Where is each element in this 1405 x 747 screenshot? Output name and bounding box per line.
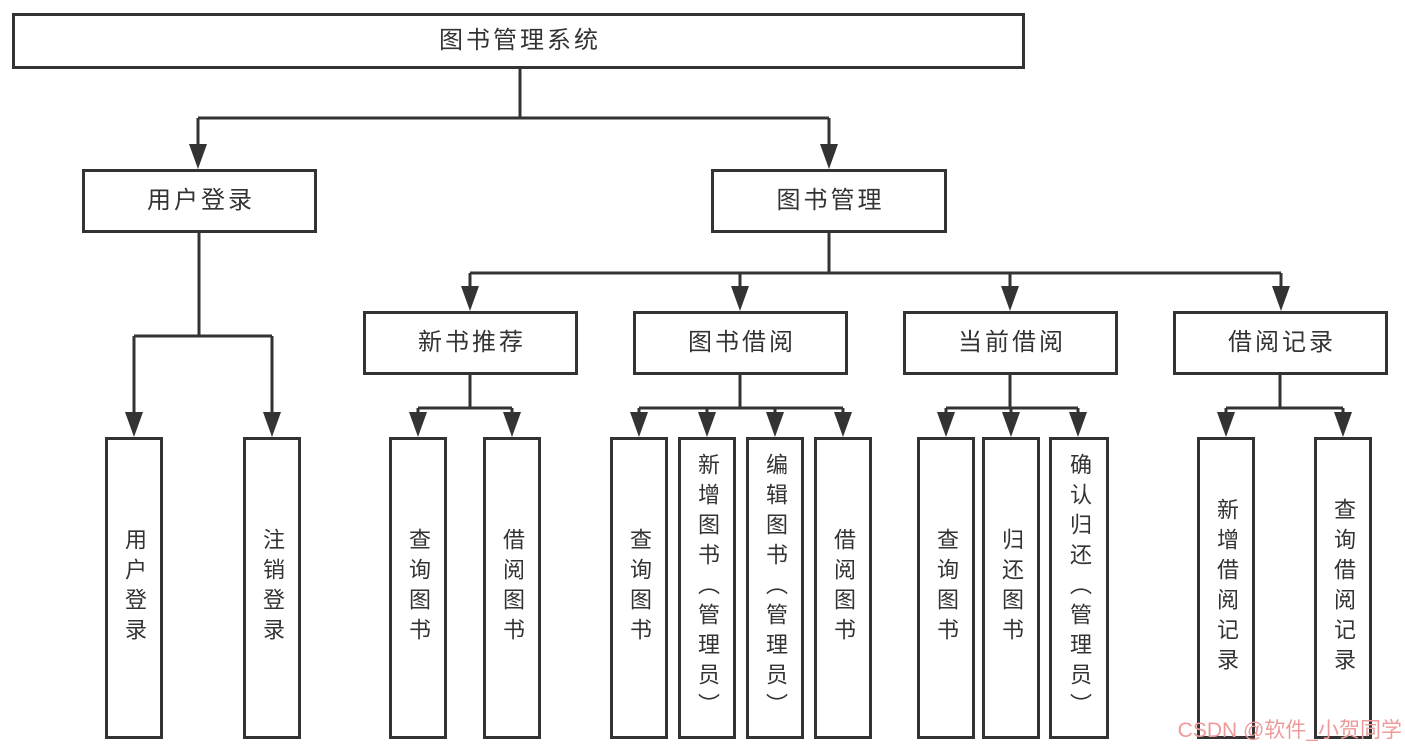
arrow-down-icon xyxy=(189,144,207,169)
node-book-borrowing-label: 图书借阅 xyxy=(688,329,796,356)
leaf-bb-query-books: 查询图书 xyxy=(610,437,668,739)
leaf-nb-borrow-books: 借阅图书 xyxy=(483,437,541,739)
arrow-down-icon xyxy=(820,144,838,169)
leaf-bb-add-books-admin-label: 新增图书（管理员） xyxy=(695,453,720,723)
leaf-bb-borrow-books: 借阅图书 xyxy=(814,437,872,739)
node-new-book-recommend-label: 新书推荐 xyxy=(418,329,526,356)
leaf-bb-add-books-admin: 新增图书（管理员） xyxy=(678,437,736,739)
leaf-br-query-record: 查询借阅记录 xyxy=(1314,437,1372,739)
arrow-down-icon xyxy=(698,412,716,437)
arrow-down-icon xyxy=(125,412,143,437)
node-user-login-label: 用户登录 xyxy=(147,187,255,214)
arrow-down-icon xyxy=(937,412,955,437)
leaf-nb-query-books-label: 查询图书 xyxy=(406,528,431,648)
leaf-bb-edit-books-admin-label: 编辑图书（管理员） xyxy=(763,453,788,723)
leaf-user-login: 用户登录 xyxy=(105,437,163,739)
node-root: 图书管理系统 xyxy=(12,13,1025,69)
arrow-down-icon xyxy=(1217,412,1235,437)
leaf-br-query-record-label: 查询借阅记录 xyxy=(1331,498,1356,678)
leaf-cb-query-books-label: 查询图书 xyxy=(934,528,959,648)
node-book-borrowing: 图书借阅 xyxy=(633,311,848,375)
arrow-down-icon xyxy=(1002,412,1020,437)
leaf-br-add-record-label: 新增借阅记录 xyxy=(1214,498,1239,678)
leaf-cb-return-books-label: 归还图书 xyxy=(999,528,1024,648)
leaf-logout-label: 注销登录 xyxy=(260,528,285,648)
node-root-label: 图书管理系统 xyxy=(439,27,601,54)
leaf-bb-borrow-books-label: 借阅图书 xyxy=(831,528,856,648)
arrow-down-icon xyxy=(409,412,427,437)
arrow-down-icon xyxy=(1069,412,1087,437)
leaf-user-login-label: 用户登录 xyxy=(122,528,147,648)
node-borrowing-records-label: 借阅记录 xyxy=(1228,329,1336,356)
csdn-watermark: CSDN @软件_小贺同学 xyxy=(1177,719,1402,742)
leaf-cb-confirm-return-admin: 确认归还（管理员） xyxy=(1049,437,1109,739)
leaf-bb-query-books-label: 查询图书 xyxy=(627,528,652,648)
node-user-login: 用户登录 xyxy=(82,169,317,233)
leaf-logout: 注销登录 xyxy=(243,437,301,739)
node-current-borrowing: 当前借阅 xyxy=(903,311,1118,375)
leaf-br-add-record: 新增借阅记录 xyxy=(1197,437,1255,739)
node-new-book-recommend: 新书推荐 xyxy=(363,311,578,375)
leaf-cb-query-books: 查询图书 xyxy=(917,437,975,739)
arrow-down-icon xyxy=(731,286,749,311)
leaf-cb-return-books: 归还图书 xyxy=(982,437,1040,739)
connector-path xyxy=(132,69,1345,414)
arrow-down-icon xyxy=(1334,412,1352,437)
arrow-down-icon xyxy=(834,412,852,437)
leaf-bb-edit-books-admin: 编辑图书（管理员） xyxy=(746,437,804,739)
leaf-cb-confirm-return-admin-label: 确认归还（管理员） xyxy=(1067,453,1092,723)
arrow-down-icon xyxy=(263,412,281,437)
arrow-down-icon xyxy=(1272,286,1290,311)
leaf-nb-borrow-books-label: 借阅图书 xyxy=(500,528,525,648)
node-current-borrowing-label: 当前借阅 xyxy=(958,329,1066,356)
arrow-down-icon xyxy=(1001,286,1019,311)
node-borrowing-records: 借阅记录 xyxy=(1173,311,1388,375)
leaf-nb-query-books: 查询图书 xyxy=(389,437,447,739)
arrowheads xyxy=(125,144,1352,437)
node-book-management-label: 图书管理 xyxy=(776,187,885,214)
arrow-down-icon xyxy=(766,412,784,437)
arrow-down-icon xyxy=(461,286,479,311)
node-book-management: 图书管理 xyxy=(711,169,947,233)
arrow-down-icon xyxy=(630,412,648,437)
arrow-down-icon xyxy=(503,412,521,437)
